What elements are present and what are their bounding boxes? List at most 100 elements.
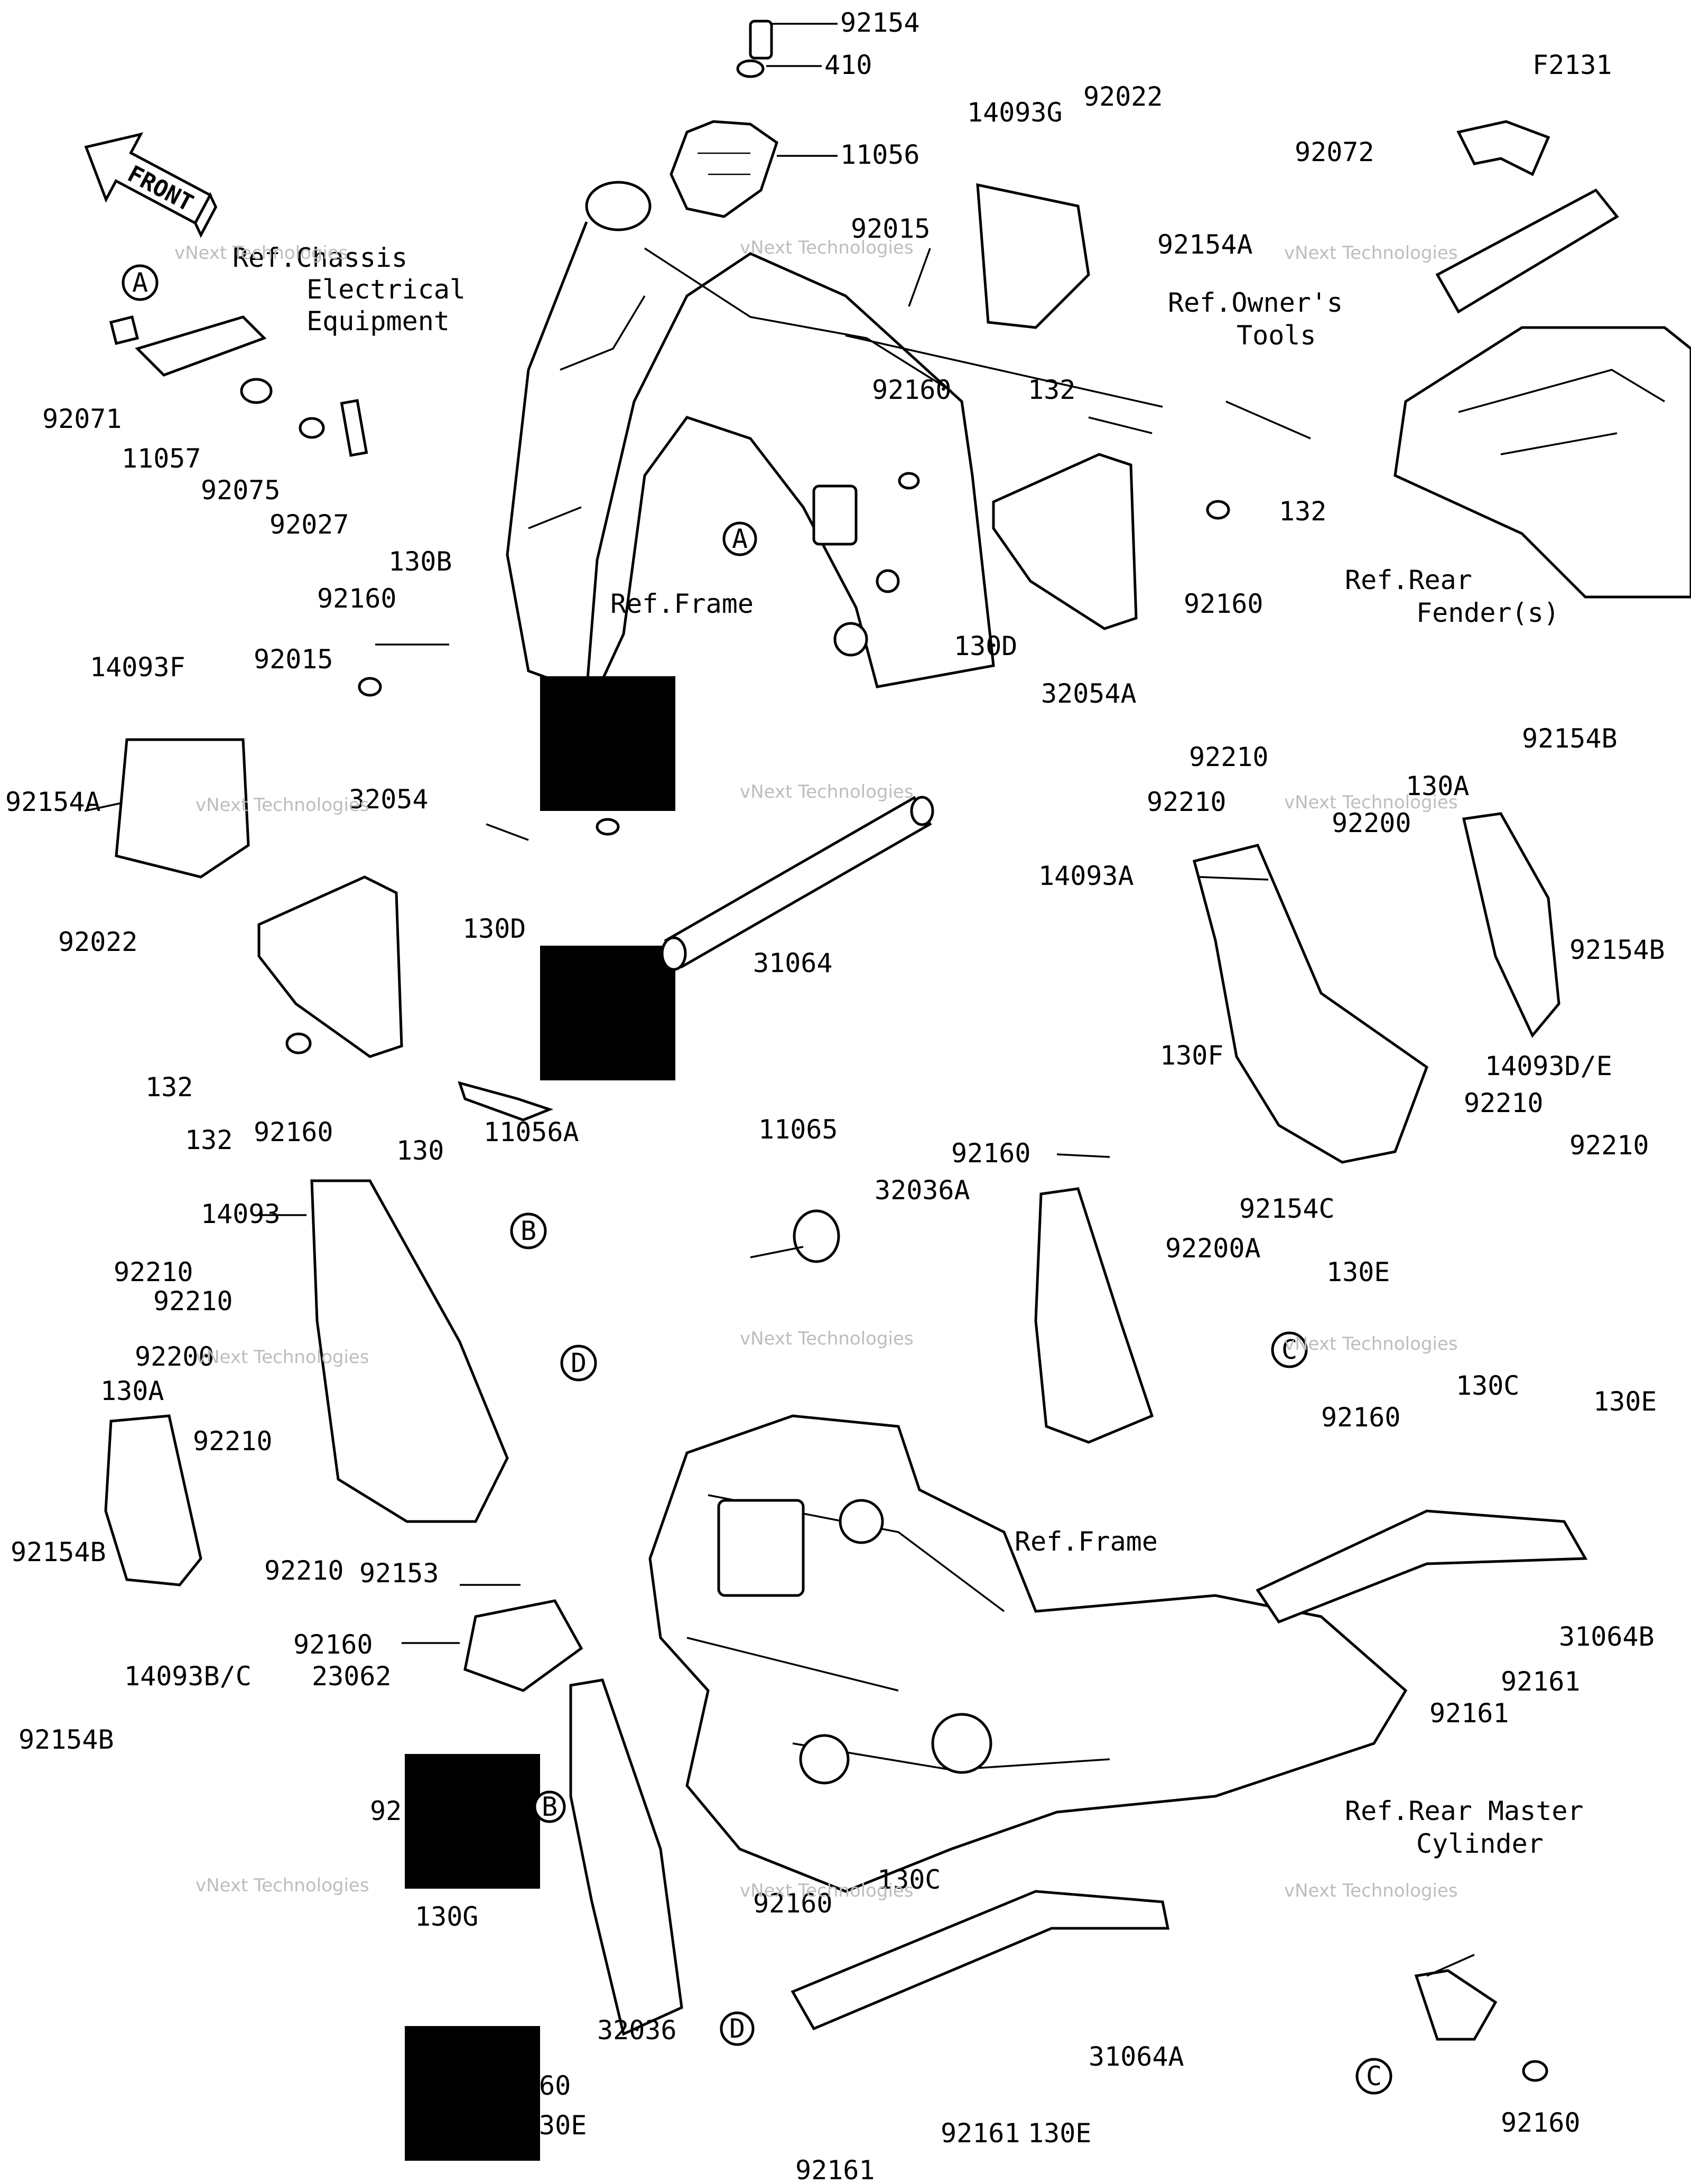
svg-text:vNext Technologies: vNext Technologies (1284, 242, 1458, 264)
callout-32036: 32036 (597, 2015, 677, 2046)
grommet-92071 (109, 315, 140, 346)
ref-frame-lower: Ref.Frame (1015, 1526, 1158, 1557)
callout-11056A: 11056A (484, 1117, 579, 1147)
callout-92154A: 92154A (1157, 229, 1253, 260)
callout-23062: 23062 (312, 1661, 392, 1692)
callout-92154C: 92154C (1239, 1193, 1335, 1224)
callout-92160-c: 92160 (1184, 589, 1263, 619)
callout-130E: 130E (1326, 1257, 1390, 1287)
callout-14093G: 14093G (967, 97, 1063, 128)
callout-92160-f: 92160 (951, 1138, 1031, 1169)
ref-circle-D (560, 1345, 597, 1382)
redaction-block-3 (405, 1754, 540, 1889)
ref-circle-B2 (533, 1790, 566, 1823)
svg-text:C: C (1366, 2061, 1382, 2092)
ref-circle-C2 (1355, 2058, 1392, 2095)
callout-132-a: 132 (1028, 375, 1075, 405)
callout-92200A: 92200A (1165, 1233, 1261, 1264)
bracket-11056A (458, 1081, 554, 1122)
callout-92161-c: 92161 (941, 2118, 1020, 2149)
callout-11056: 11056 (840, 139, 920, 170)
callout-92160-g: 92160 (1321, 1402, 1401, 1433)
callout-92160-a: 92160 (317, 583, 397, 614)
callout-92210-h: 92210 (264, 1555, 344, 1586)
callout-32054: 32054 (349, 784, 429, 815)
callout-11065: 11065 (758, 1114, 838, 1145)
callout-31064: 31064 (753, 948, 833, 978)
callout-14093F: 14093F (90, 652, 185, 683)
callout-92154: 92154 (840, 7, 920, 38)
callout-14093DE: 14093D/E (1485, 1051, 1612, 1081)
callout-92210-f: 92210 (153, 1286, 233, 1317)
callout-92161-d: 92161 (795, 2155, 875, 2184)
svg-text:vNext Technologies: vNext Technologies (1284, 1880, 1458, 1901)
bracket-23062 (463, 1599, 583, 1692)
callout-130A: 130A (1406, 771, 1469, 801)
callout-31064B: 31064B (1559, 1621, 1655, 1652)
watermarks: vNext Technologies vNext Technologies vN… (174, 237, 1458, 1901)
pivot-shaft-31064 (661, 796, 934, 971)
rear-fender (1393, 326, 1691, 599)
cover-14093 (310, 1179, 509, 1523)
callout-92210-g: 92210 (193, 1426, 273, 1457)
callout-92210-c: 92210 (1464, 1088, 1544, 1118)
bracket-32036 (569, 1678, 683, 2036)
ref-frame-upper: Ref.Frame (610, 589, 754, 619)
callout-92200: 92200 (1332, 808, 1411, 838)
callout-92161-b: 92161 (1429, 1698, 1509, 1729)
master-cylinder-bracket (1414, 1969, 1498, 2041)
callout-32054A: 32054A (1041, 678, 1137, 709)
callout-92022-b: 92022 (58, 927, 138, 957)
upper-frame (506, 181, 995, 704)
callout-92210-d: 92210 (1569, 1130, 1649, 1161)
callout-130C-b: 130C (877, 1864, 941, 1895)
callout-92027: 92027 (270, 509, 349, 540)
callout-92160-i: 92160 (753, 1888, 833, 1919)
callout-130F: 130F (1160, 1040, 1223, 1071)
callout-410: 410 (824, 50, 872, 80)
figure-code: F2131 (1532, 50, 1612, 80)
callout-92160-b: 92160 (872, 375, 952, 405)
seal-11065 (793, 1209, 840, 1263)
callout-92015: 92015 (851, 213, 931, 244)
svg-text:vNext Technologies: vNext Technologies (740, 781, 914, 802)
ref-circle-B (510, 1212, 547, 1249)
bracket-11057 (135, 315, 267, 377)
svg-text:vNext Technologies: vNext Technologies (740, 1880, 914, 1901)
callout-132-c: 132 (145, 1072, 193, 1103)
cover-14093F (115, 738, 250, 879)
callout-92154A-b: 92154A (5, 787, 101, 817)
callout-130B: 130B (388, 546, 452, 577)
callout-60-clipped: 60 (539, 2070, 571, 2101)
cover-14093BC (104, 1414, 202, 1586)
ref-circle-C (1271, 1331, 1308, 1368)
tool-strap (1456, 120, 1550, 176)
owners-tool-bag (1435, 188, 1619, 314)
svg-text:B: B (521, 1216, 536, 1246)
callout-11057: 11057 (122, 443, 201, 474)
svg-text:vNext Technologies: vNext Technologies (196, 1875, 369, 1896)
callout-92161-a: 92161 (1501, 1666, 1581, 1697)
callout-30E-clipped: 30E (539, 2110, 587, 2141)
callout-130E-c: 130E (1028, 2118, 1091, 2149)
footrest-bar-31064B (1256, 1509, 1588, 1624)
callout-130G: 130G (415, 1901, 478, 1932)
svg-text:vNext Technologies: vNext Technologies (740, 1328, 914, 1349)
svg-text:C: C (1281, 1334, 1297, 1365)
svg-text:vNext Technologies: vNext Technologies (1284, 1333, 1458, 1355)
callout-14093: 14093 (201, 1199, 281, 1229)
callout-92200-b: 92200 (135, 1341, 215, 1372)
svg-text:D: D (571, 1348, 587, 1378)
handlebar-holder (670, 20, 778, 218)
svg-text:vNext Technologies: vNext Technologies (1284, 792, 1458, 813)
callout-92154B-b: 92154B (1569, 935, 1665, 965)
leader-lines (84, 334, 1475, 1977)
callout-92210-a: 92210 (1189, 742, 1269, 772)
ref-circle-D2 (720, 2011, 755, 2046)
cover-14093G (976, 183, 1090, 329)
callout-92154B-a: 92154B (1522, 723, 1618, 754)
footrest-bar-31064A (791, 1890, 1170, 2031)
